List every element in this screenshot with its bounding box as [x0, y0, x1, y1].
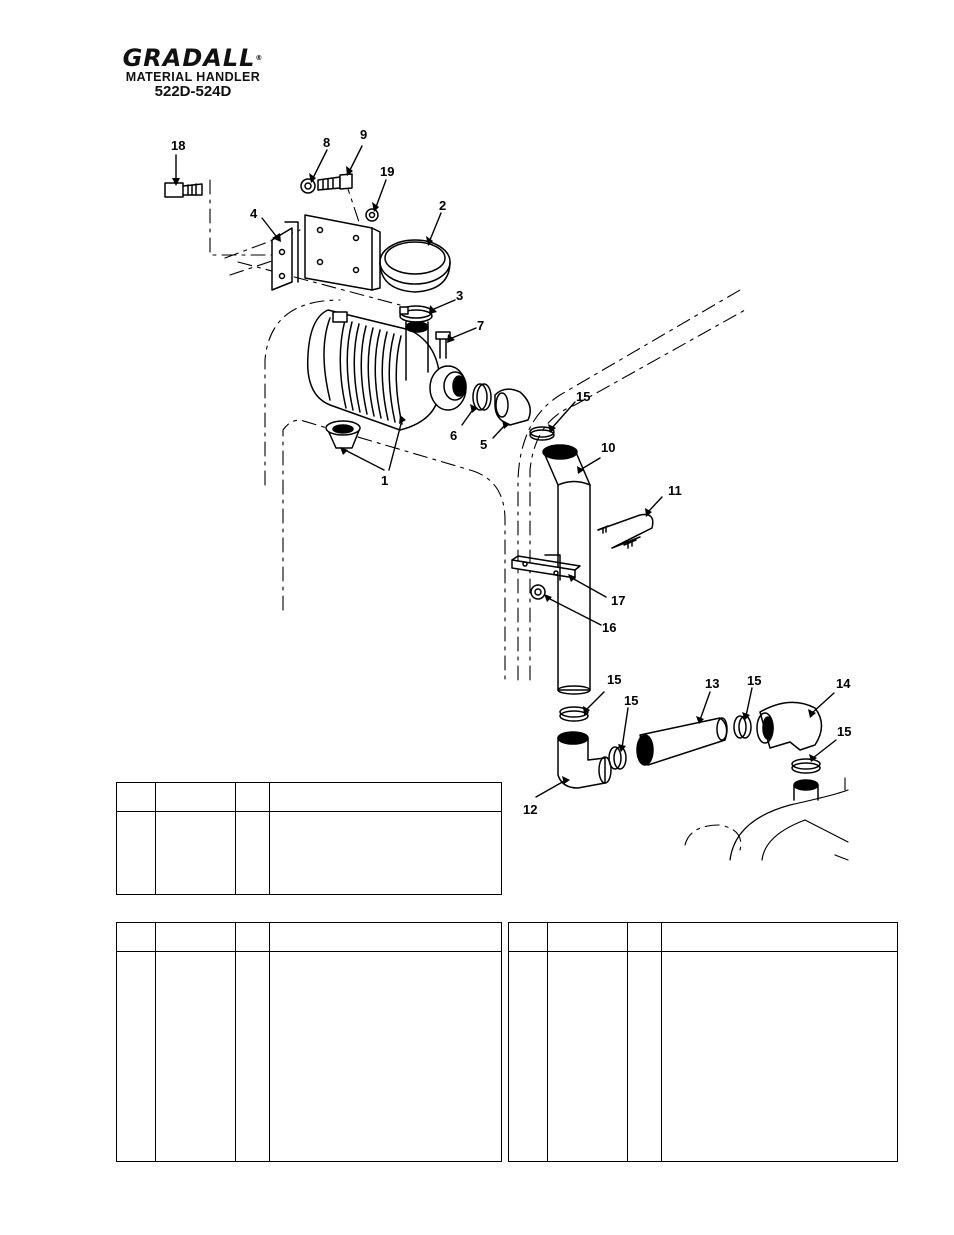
callout-16: 16 — [602, 620, 616, 635]
clamp-3 — [399, 305, 433, 323]
screw-7 — [435, 331, 451, 359]
elbow-5 — [494, 388, 531, 426]
callout-15: 15 — [607, 672, 621, 687]
callout-9: 9 — [360, 127, 367, 142]
table-column-divider — [235, 783, 236, 894]
elbow-14 — [756, 701, 823, 751]
table-column-divider — [547, 923, 548, 1161]
bolt-9 — [317, 173, 353, 191]
clamp-6 — [472, 383, 492, 411]
callout-12: 12 — [523, 802, 537, 817]
clamp-15-lower — [559, 706, 589, 722]
table-column-divider — [661, 923, 662, 1161]
callout-11: 11 — [668, 483, 682, 498]
table-column-divider — [155, 923, 156, 1161]
table-bottom-left — [116, 922, 502, 1162]
air-cleaner-1 — [306, 309, 467, 449]
callout-labels: 18 8 9 19 4 2 3 7 15 10 11 6 5 1 17 16 1… — [171, 127, 851, 817]
phantom-lines — [209, 179, 846, 851]
clamp-15-far-right — [791, 758, 821, 774]
engine-intake — [793, 779, 819, 801]
table-column-divider — [627, 923, 628, 1161]
brand-header: GRADALL® MATERIAL HANDLER 522D-524D — [108, 46, 278, 100]
callout-15: 15 — [624, 693, 638, 708]
callout-13: 13 — [705, 676, 719, 691]
bracket-4 — [271, 221, 299, 291]
table-header-row — [117, 783, 501, 812]
mounting-plate — [304, 214, 381, 291]
callout-1: 1 — [381, 473, 388, 488]
callout-8: 8 — [323, 135, 330, 150]
callout-6: 6 — [450, 428, 457, 443]
callout-14: 14 — [836, 676, 851, 691]
hose-13 — [636, 717, 728, 766]
clamp-15-upper — [529, 426, 555, 441]
table-top-left — [116, 782, 502, 895]
clamp-15-right — [733, 715, 752, 739]
nut-16 — [530, 584, 546, 600]
callout-4: 4 — [250, 206, 258, 221]
table-column-divider — [155, 783, 156, 894]
rain-cap-2 — [379, 239, 451, 293]
table-header-row — [509, 923, 897, 952]
leader-arrowheads — [172, 166, 817, 784]
callout-7: 7 — [477, 318, 484, 333]
callout-15: 15 — [747, 673, 761, 688]
table-column-divider — [269, 923, 270, 1161]
callout-10: 10 — [601, 440, 615, 455]
callout-17: 17 — [611, 593, 625, 608]
table-column-divider — [235, 923, 236, 1161]
callout-15: 15 — [837, 724, 851, 739]
elbow-12 — [557, 731, 612, 789]
callout-15: 15 — [576, 389, 590, 404]
tube-10 — [542, 444, 591, 695]
callout-3: 3 — [456, 288, 463, 303]
callout-5: 5 — [480, 437, 487, 452]
gradall-logo: GRADALL® — [122, 44, 264, 72]
callout-19: 19 — [380, 164, 394, 179]
callout-2: 2 — [439, 198, 446, 213]
table-bottom-right — [508, 922, 898, 1162]
nut-19 — [365, 208, 379, 222]
engine-outline — [729, 789, 849, 861]
brand-subtitle: MATERIAL HANDLER — [125, 70, 261, 84]
bolt-18 — [164, 182, 203, 198]
leader-lines — [175, 145, 837, 798]
model-number: 522D-524D — [154, 83, 232, 100]
table-header-row — [117, 923, 501, 952]
callout-18: 18 — [171, 138, 185, 153]
u-bolt-11 — [597, 513, 654, 549]
table-column-divider — [269, 783, 270, 894]
clamp-15-middle — [608, 746, 627, 770]
